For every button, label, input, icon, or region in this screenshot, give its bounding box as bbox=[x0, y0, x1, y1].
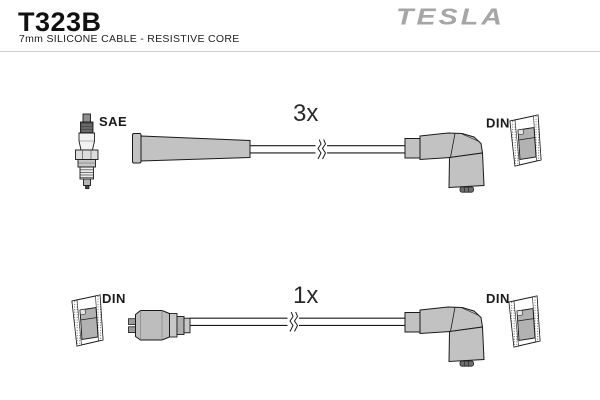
straight-din-boot-icon bbox=[128, 310, 191, 341]
cable-line bbox=[250, 145, 405, 154]
din-label-bottom-right: DIN bbox=[486, 291, 510, 306]
tesla-logo: TESLA bbox=[396, 4, 505, 30]
cable-break-icon bbox=[315, 139, 327, 160]
din-cap-cross-section-icon bbox=[509, 114, 542, 167]
part-number: T323B bbox=[18, 7, 102, 37]
quantity-label-bottom: 1x bbox=[293, 282, 318, 309]
diagram-bottom-cable-set: DIN 1x bbox=[71, 282, 541, 367]
din-cap-cross-section-icon bbox=[508, 295, 541, 348]
header-divider bbox=[0, 51, 600, 52]
straight-boot-icon bbox=[132, 133, 251, 164]
quantity-label-top: 3x bbox=[293, 100, 318, 127]
diagram-top-cable-set: SAE 3x DIN bbox=[75, 100, 542, 193]
product-subtitle: 7mm SILICONE CABLE - RESISTIVE CORE bbox=[19, 33, 240, 45]
elbow-boot-icon bbox=[404, 132, 485, 193]
spark-plug-icon bbox=[75, 113, 99, 190]
sae-label: SAE bbox=[99, 114, 127, 129]
elbow-boot-icon bbox=[404, 306, 485, 367]
cable-break-icon bbox=[287, 311, 299, 332]
din-label-top: DIN bbox=[486, 116, 510, 131]
din-label-bottom-left: DIN bbox=[102, 291, 126, 306]
din-cap-cross-section-icon bbox=[71, 294, 104, 347]
